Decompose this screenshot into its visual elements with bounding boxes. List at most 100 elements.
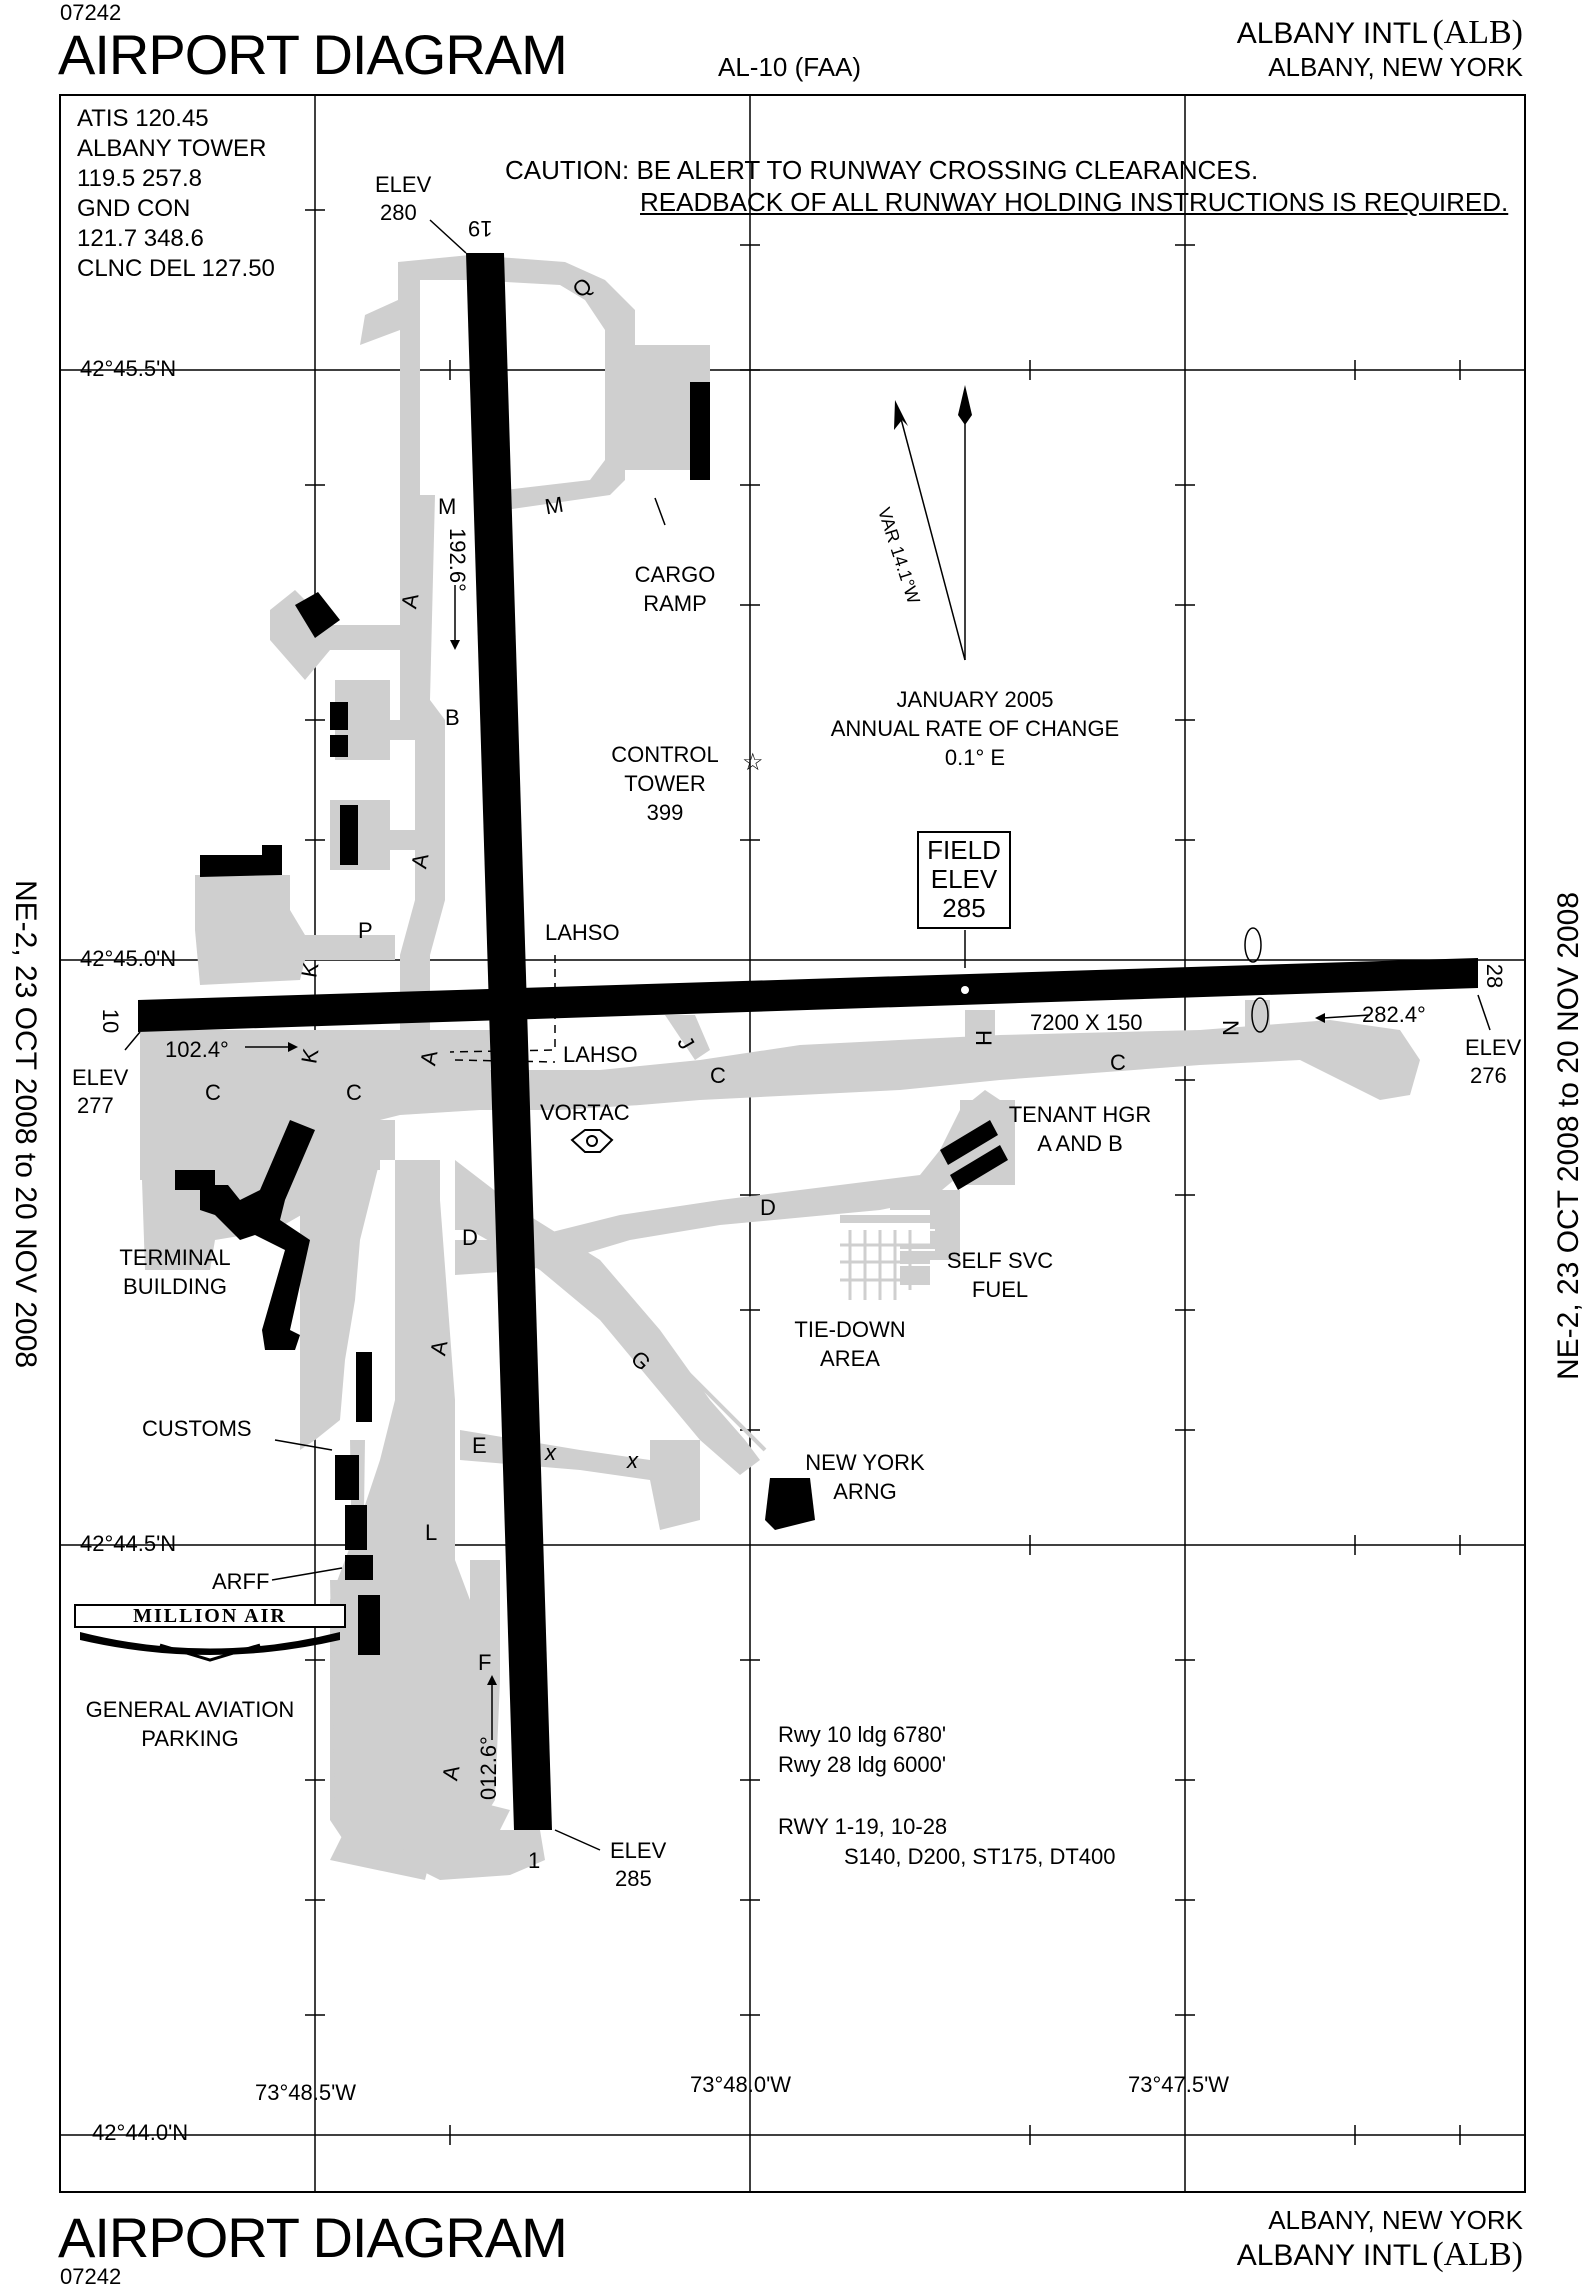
taxiway-b-label: B [445, 705, 460, 730]
ground-label: GND CON [77, 195, 191, 222]
taxiway-m-label-west: M [438, 494, 457, 519]
cargo-ramp-label: CARGO RAMP [625, 560, 725, 618]
customs-building [335, 1455, 359, 1500]
taxiway-c-label-east: C [710, 1063, 726, 1088]
buildings [175, 382, 1008, 1655]
taxiway-c-label-mid: C [346, 1080, 362, 1105]
tie-down-area [840, 1215, 940, 1223]
arng-building [765, 1478, 815, 1530]
hold-markers [1244, 927, 1269, 1033]
landing-distance-notes: Rwy 10 ldg 6780' Rwy 28 ldg 6000' [778, 1720, 946, 1780]
taxiway-n-label: N [1217, 1020, 1243, 1036]
runway-10-28 [138, 958, 1478, 1032]
airport-id: (ALB) [1432, 14, 1523, 51]
rwy-10-landing-distance: Rwy 10 ldg 6780' [778, 1722, 947, 1747]
north-building-1 [295, 592, 340, 638]
leader-lines [124, 219, 1491, 1851]
chart-code-bottom: 07242 [60, 2264, 122, 2289]
tower-label-1: CONTROL [611, 742, 719, 767]
rwy19-elev-label: ELEV [375, 172, 432, 197]
chart-frame [59, 94, 1526, 2193]
arff-building [345, 1555, 373, 1580]
rwy-19-label: 19 [468, 216, 493, 241]
self-service-fuel-label: SELF SVC FUEL [940, 1246, 1060, 1304]
leader-arrowheads [288, 640, 1325, 1685]
airport-id-bottom: (ALB) [1432, 2236, 1523, 2273]
lat-44-0: 42°44.0'N [92, 2120, 189, 2145]
chart-title-bottom: AIRPORT DIAGRAM [58, 2206, 568, 2269]
ga-label-2: PARKING [141, 1726, 239, 1751]
tenant-hangar-label: TENANT HGR A AND B [1000, 1100, 1160, 1158]
taxiway-e [460, 1430, 700, 1530]
lon-48-0: 73°48.0'W [690, 2072, 792, 2097]
airport-name-header: ALBANY INTL (ALB) [1023, 14, 1523, 52]
tiedown-label-1: TIE-DOWN [794, 1317, 906, 1342]
million-air-logo [74, 1604, 346, 1662]
rwy19-elev-value: 280 [380, 200, 417, 225]
magnetic-north-icon [894, 400, 908, 430]
tenant-hangar-b [950, 1145, 1008, 1190]
taxiway-q-loop [360, 255, 710, 510]
million-air-building [358, 1595, 380, 1655]
city-state-header: ALBANY, NEW YORK [1268, 52, 1523, 82]
tower-label-2: TOWER [624, 771, 706, 796]
taxiway-north-apron [270, 590, 410, 680]
taxiway-c-label-west: C [205, 1080, 221, 1105]
apron-b [335, 680, 390, 760]
caution-line-1: CAUTION: BE ALERT TO RUNWAY CROSSING CLE… [505, 155, 1259, 185]
field-elev-box [917, 831, 1011, 929]
tenant-label-1: TENANT HGR [1008, 1102, 1152, 1127]
field-elevation: FIELD ELEV 285 [918, 836, 1010, 923]
terminal-label-2: BUILDING [123, 1274, 227, 1299]
arng-label-1: NEW YORK [805, 1450, 925, 1475]
rwy-28-label: 28 [1482, 963, 1508, 989]
rwy1-elev-label: ELEV [610, 1838, 667, 1863]
ground-freq: 121.7 348.6 [77, 225, 204, 252]
lat-45-5: 42°45.5'N [80, 356, 177, 381]
lon-48-5: 73°48.5'W [255, 2080, 357, 2105]
procedure-id: AL-10 (FAA) [718, 52, 862, 82]
taxiway-c-label-far: C [1110, 1050, 1126, 1075]
annual-rate-value: 0.1° E [944, 745, 1006, 770]
heading-192: 192.6° [445, 528, 470, 592]
field-elev-line1: FIELD [927, 835, 1001, 865]
tenant-hangar-a [940, 1120, 998, 1165]
north-building-2 [330, 702, 348, 730]
taxiway-h [965, 1010, 995, 1045]
heading-282: 282.4° [1362, 1002, 1426, 1027]
taxiway-x-mark-2: x [627, 1448, 638, 1473]
tower-label-3: 399 [646, 800, 684, 825]
rwy1-elev-value: 285 [615, 1866, 652, 1891]
ga-tie-downs [340, 1750, 410, 1810]
taxiway-f-label: F [478, 1650, 492, 1675]
taxiway-p-label: P [358, 918, 373, 943]
lat-45-0: 42°45.0'N [80, 946, 177, 971]
fuel-label-1: SELF SVC [946, 1248, 1054, 1273]
control-tower-icon: ☆ [742, 749, 764, 776]
tiedown-label-2: AREA [820, 1346, 880, 1371]
field-elev-line2: ELEV [930, 864, 998, 894]
heading-012: 012.6° [476, 1736, 501, 1800]
lahso-label-north: LAHSO [545, 920, 620, 945]
taxiway-a-north [400, 495, 445, 1060]
taxiway-d [455, 1090, 1000, 1275]
taxiway-f [460, 1630, 495, 1660]
runway-1-19 [466, 253, 552, 1830]
variation-date: JANUARY 2005 [896, 687, 1054, 712]
apron-a [330, 800, 390, 870]
cargo-label-1: CARGO [634, 562, 716, 587]
taxiway-d-label-east: D [760, 1195, 776, 1220]
annual-change-note: JANUARY 2005 ANNUAL RATE OF CHANGE 0.1° … [820, 685, 1130, 772]
rwy28-elev-label: ELEV [1465, 1035, 1522, 1060]
airport-name-footer: ALBANY INTL (ALB) [1023, 2236, 1523, 2274]
taxiway-d-label-west: D [462, 1225, 478, 1250]
arng-label: NEW YORK ARNG [785, 1448, 945, 1506]
strength-values: S140, D200, ST175, DT400 [844, 1844, 1116, 1869]
tie-down-label: TIE-DOWN AREA [775, 1315, 925, 1373]
ga-label-1: GENERAL AVIATION [85, 1697, 295, 1722]
rwy-28-landing-distance: Rwy 28 ldg 6000' [778, 1752, 947, 1777]
service-road [678, 1363, 767, 1452]
taxiway-e-label: E [472, 1433, 487, 1458]
heading-102: 102.4° [165, 1037, 229, 1062]
true-north-icon [958, 385, 972, 425]
